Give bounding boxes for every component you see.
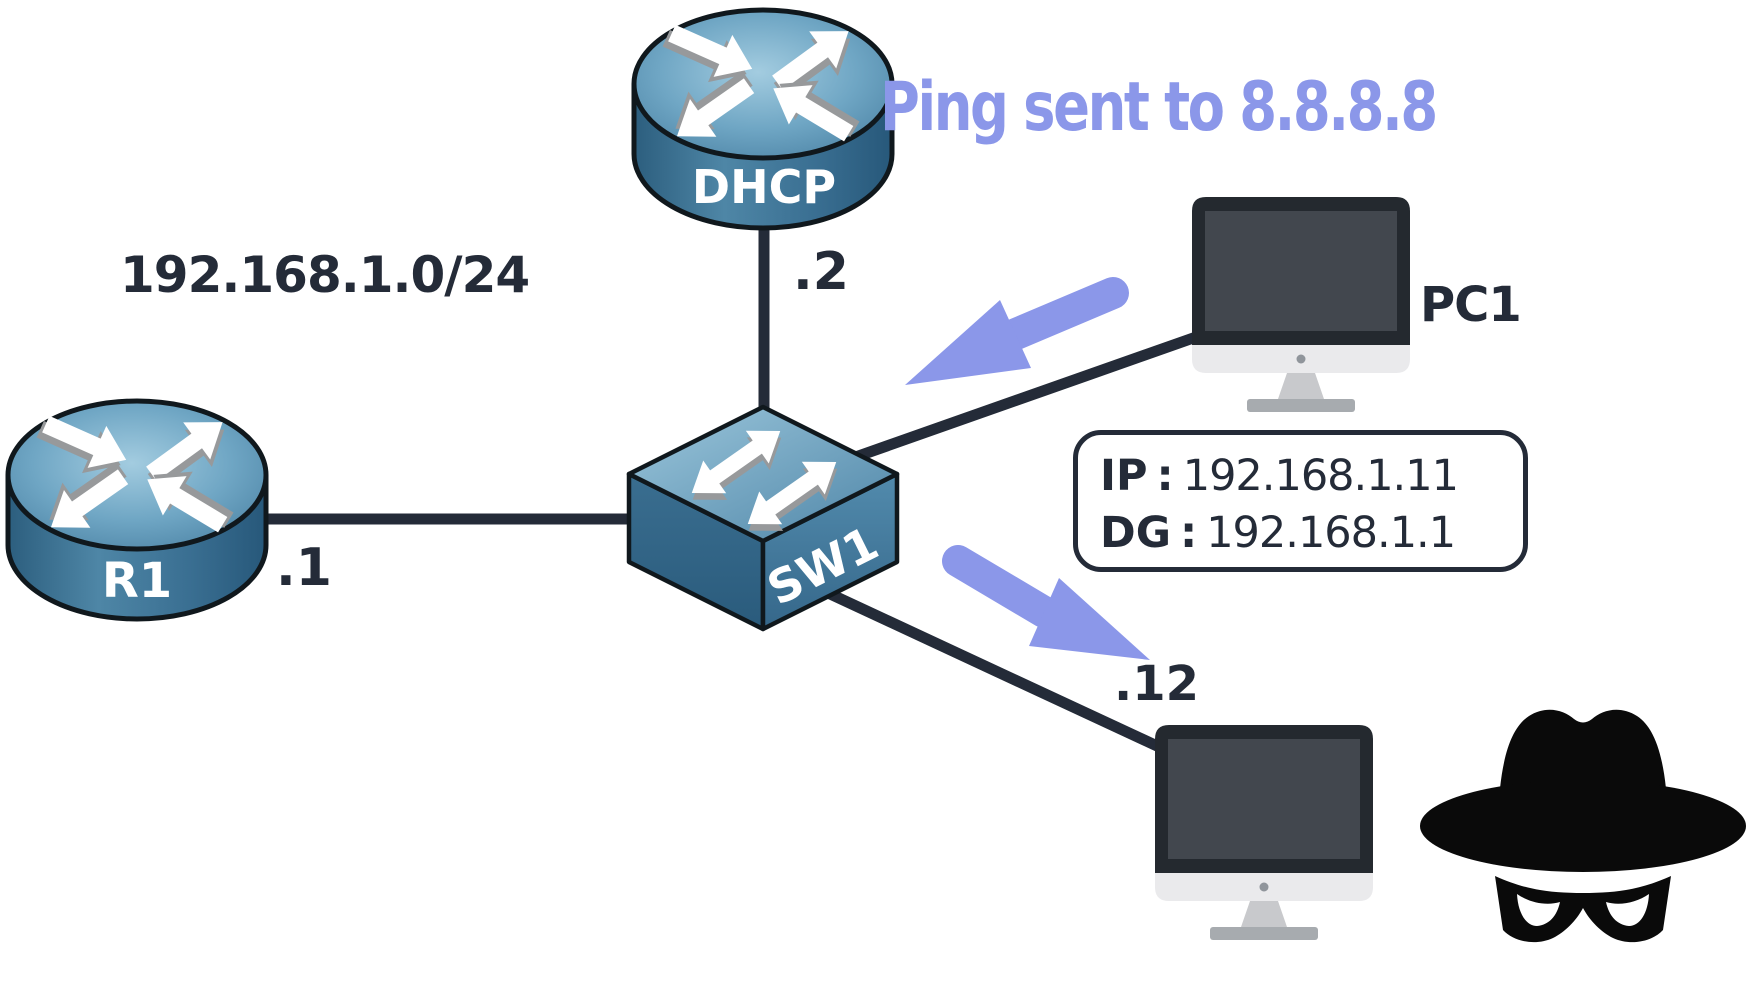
ping-flow-arrow-pc1-to-sw1 bbox=[905, 277, 1129, 385]
info-row-ip: IP:192.168.1.11 bbox=[1100, 448, 1523, 505]
switch-top-face bbox=[626, 404, 900, 544]
r1-label: R1 bbox=[102, 553, 172, 609]
attacker-interface-label: .12 bbox=[1114, 656, 1200, 712]
ping-flow-arrow-sw1-to-attacker bbox=[942, 545, 1150, 660]
info-key: DG bbox=[1100, 508, 1171, 558]
spy-mask-left-eye bbox=[1517, 894, 1560, 926]
r1-interface-label: .1 bbox=[276, 538, 332, 598]
spy-mask-right-eye bbox=[1606, 894, 1649, 926]
pc1-label: PC1 bbox=[1420, 277, 1522, 333]
info-separator: : bbox=[1180, 508, 1198, 558]
spy-hat-brim bbox=[1420, 780, 1746, 872]
ping-title: Ping sent to 8.8.8.8 bbox=[880, 68, 1438, 147]
info-separator: : bbox=[1156, 451, 1174, 501]
link-sw1-pc1 bbox=[828, 312, 1252, 472]
spy-icon bbox=[1420, 709, 1746, 943]
pc1-ip-info-box: IP:192.168.1.11 DG:192.168.1.1 bbox=[1073, 430, 1528, 572]
attacker-desktop-icon bbox=[1155, 725, 1373, 940]
node-dhcp: DHCP bbox=[634, 10, 892, 228]
node-sw1: SW1 bbox=[626, 404, 900, 632]
link-sw1-attacker bbox=[767, 561, 1203, 771]
pc1-desktop-icon bbox=[1192, 197, 1410, 412]
subnet-label: 192.168.1.0/24 bbox=[120, 246, 530, 304]
dhcp-interface-label: .2 bbox=[793, 242, 849, 302]
info-key: IP bbox=[1100, 451, 1148, 501]
info-value: 192.168.1.11 bbox=[1182, 451, 1459, 501]
node-r1: R1 bbox=[8, 401, 266, 619]
info-value: 192.168.1.1 bbox=[1206, 508, 1456, 558]
info-row-dg: DG:192.168.1.1 bbox=[1100, 505, 1523, 562]
dhcp-label: DHCP bbox=[692, 160, 836, 214]
